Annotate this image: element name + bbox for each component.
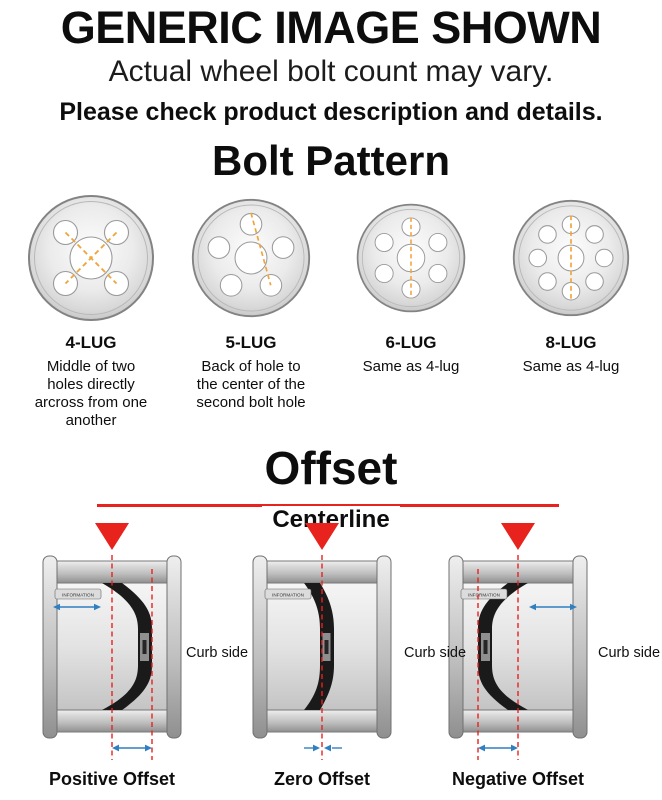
bolt-pattern-heading: Bolt Pattern (211, 136, 450, 184)
lug-4-description: Middle of two holes directly arcross fro… (34, 357, 148, 430)
centerline-pointer-icon (501, 522, 535, 550)
arrow-head-icon (112, 744, 119, 752)
barrel-watermark: INFORMATION (272, 592, 304, 597)
info-chip (460, 588, 508, 600)
wheel-disc (478, 582, 528, 710)
wheel-disc (102, 582, 152, 710)
positive-offset-label: Positive Offset (48, 768, 176, 789)
positive-offset-wheel-diagram: INFORMATION (42, 554, 182, 760)
hub-slot (142, 639, 147, 654)
arrow-head-icon (324, 744, 331, 752)
arrow-head-icon (570, 603, 577, 610)
disclaimer-note: Please check product description and det… (59, 97, 603, 126)
centerline-pointer-icon (305, 522, 339, 550)
lug-4-diagram-icon (28, 194, 154, 321)
lug-6-description: Same as 4-lug (362, 357, 460, 375)
offset-labels-row: Positive Offset Zero Offset Negative Off… (0, 765, 662, 795)
rim-left-flange (42, 555, 58, 739)
wheel-disc (304, 582, 334, 710)
zero-offset-wheel-diagram: INFORMATION (252, 554, 392, 760)
hub-slot (324, 639, 329, 654)
bolt-pattern-row: 4-LUG Middle of two holes directly arcro… (0, 191, 662, 431)
subtitle: Actual wheel bolt count may vary. (108, 54, 554, 88)
centerline-band: Centerline (0, 499, 662, 555)
rim-right-flange (376, 555, 392, 739)
arrow-head-icon (94, 603, 101, 610)
rim-left-flange (252, 555, 268, 739)
rim-right-flange (166, 555, 182, 739)
offset-heading: Offset (264, 441, 398, 494)
arrow-head-icon (313, 744, 320, 752)
centerline-rule (97, 503, 559, 507)
negative-offset-label: Negative Offset (451, 768, 585, 789)
lug-8-description: Same as 4-lug (522, 357, 620, 375)
offset-diagrams-row: INFORMATION INFORMATION (0, 554, 662, 763)
lug-5-circle-box (190, 191, 312, 325)
info-chip (54, 588, 102, 600)
lug-5-description: Back of hole to the center of the second… (196, 357, 306, 412)
lug-item-5: 5-LUG Back of hole to the center of the … (178, 191, 324, 431)
arrow-head-icon (478, 744, 485, 752)
curb-side-label: Curb side (598, 644, 661, 661)
rim-right-flange (572, 555, 588, 739)
lug-item-4: 4-LUG Middle of two holes directly arcro… (18, 191, 164, 431)
curb-side-label: Curb side (404, 644, 467, 661)
curb-side-label: Curb side (186, 644, 249, 661)
lug-item-8: 8-LUG Same as 4-lug (498, 191, 644, 431)
lug-item-6: 6-LUG Same as 4-lug (338, 191, 484, 431)
lug-6-circle-box (355, 191, 467, 325)
lug-8-circle-box (511, 191, 631, 325)
centerline-pointer-icon (95, 522, 129, 550)
negative-offset-wheel-diagram: INFORMATION (448, 554, 588, 760)
barrel-watermark: INFORMATION (468, 592, 500, 597)
lug-8-diagram-icon (512, 199, 630, 316)
barrel-watermark: INFORMATION (62, 592, 94, 597)
hub-slot (483, 639, 488, 654)
lug-6-diagram-icon (356, 203, 466, 312)
arrow-head-icon (511, 744, 518, 752)
lug-4-label: 4-LUG (65, 332, 117, 352)
info-chip (264, 588, 312, 600)
main-title: GENERIC IMAGE SHOWN (60, 2, 602, 53)
arrow-head-icon (53, 603, 60, 610)
rim-left-flange (448, 555, 464, 739)
lug-5-diagram-icon (191, 198, 311, 317)
arrow-head-icon (145, 744, 152, 752)
arrow-head-icon (529, 603, 536, 610)
lug-5-label: 5-LUG (225, 332, 277, 352)
lug-6-label: 6-LUG (385, 332, 437, 352)
lug-4-circle-box (26, 191, 156, 325)
zero-offset-label: Zero Offset (273, 768, 371, 789)
lug-8-label: 8-LUG (545, 332, 597, 352)
